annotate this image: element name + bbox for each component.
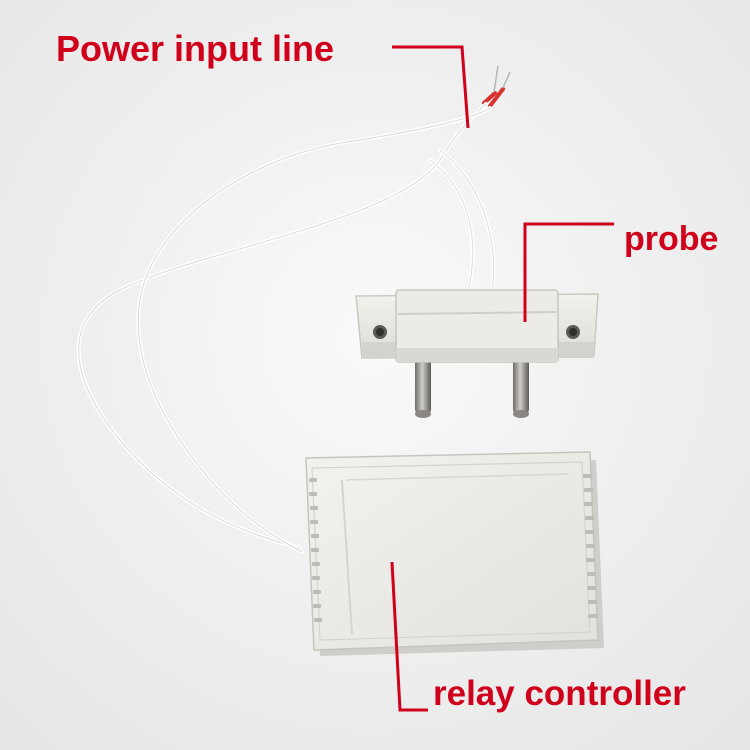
label-relay-controller: relay controller <box>433 674 686 713</box>
water-probe <box>355 289 599 418</box>
leader-line <box>390 45 614 712</box>
label-power-input-line: Power input line <box>56 28 335 69</box>
power-input-wire <box>76 65 511 554</box>
label-probe: probe <box>624 220 719 258</box>
leader-line-relay <box>390 561 428 712</box>
leader-line-power <box>392 45 470 129</box>
probe-wire <box>428 148 496 294</box>
relay-controller-box <box>305 451 604 656</box>
leader-line-probe <box>523 222 614 322</box>
